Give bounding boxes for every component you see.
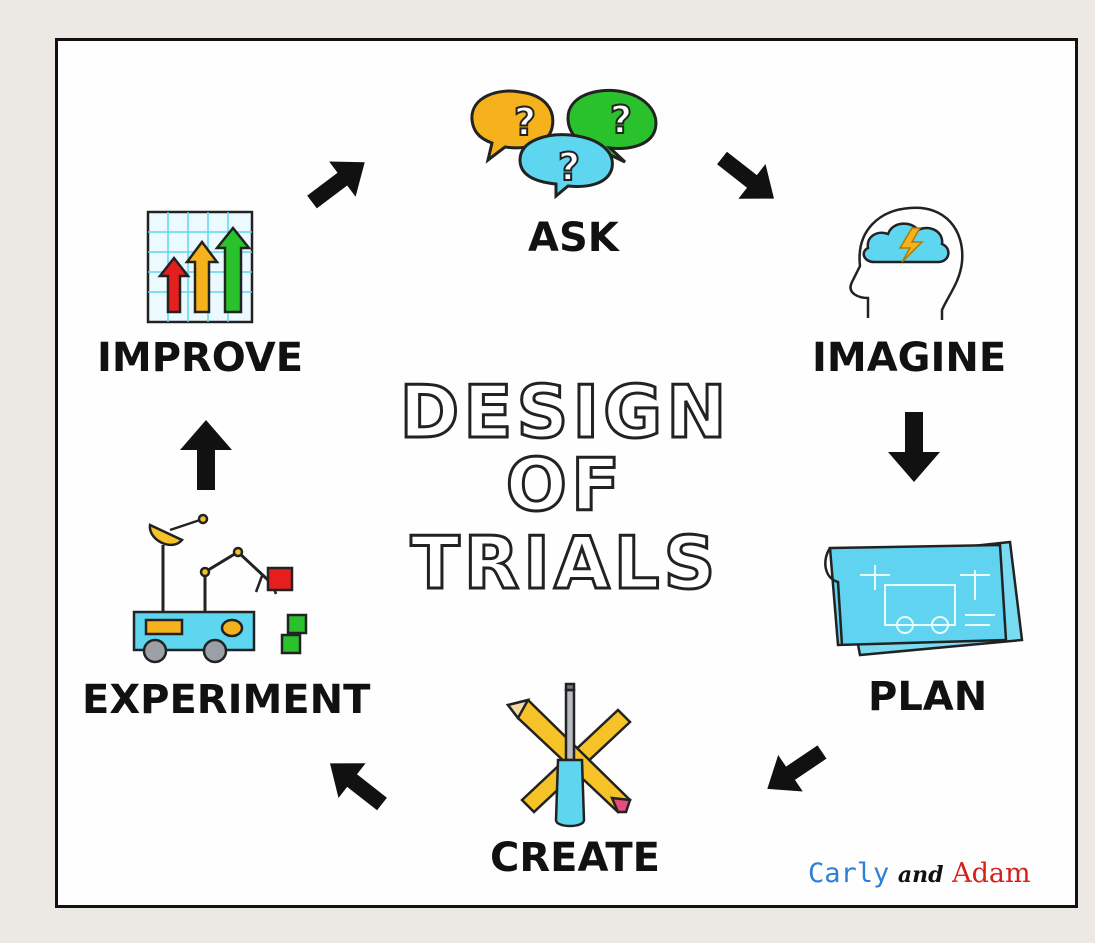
credit-line: Carly and Adam xyxy=(808,858,1031,889)
arrow-create-to-experiment xyxy=(329,763,387,811)
step-label-improve: IMPROVE xyxy=(97,335,304,381)
question-bubbles-icon: ? ? ? xyxy=(470,88,658,200)
head-lightning-cloud-icon xyxy=(849,206,964,320)
arrow-experiment-to-improve xyxy=(180,420,232,490)
rising-arrows-chart-icon xyxy=(146,210,254,324)
step-label-create: CREATE xyxy=(490,835,660,881)
arrow-improve-to-ask xyxy=(307,161,365,209)
arrow-ask-to-imagine xyxy=(717,151,775,199)
svg-text:?: ? xyxy=(558,145,580,189)
title-line-1: DESIGN xyxy=(400,370,731,454)
rover-robot-arm-icon xyxy=(132,513,308,664)
credit-second-name: Adam xyxy=(952,858,1031,889)
step-label-plan: PLAN xyxy=(868,674,988,720)
title-line-2: OF xyxy=(506,443,624,527)
title-line-3: TRIALS xyxy=(411,521,720,605)
credit-first-name: Carly xyxy=(808,858,890,889)
cycle-arrows xyxy=(180,151,940,811)
blueprint-icon xyxy=(824,540,1024,657)
svg-text:?: ? xyxy=(610,98,632,142)
arrow-plan-to-create xyxy=(767,745,827,792)
step-label-experiment: EXPERIMENT xyxy=(82,677,371,723)
credit-and: and xyxy=(897,862,944,888)
step-label-ask: ASK xyxy=(528,215,619,261)
svg-text:?: ? xyxy=(514,100,536,144)
arrow-imagine-to-plan xyxy=(888,412,940,482)
diagram-title: DESIGN OF TRIALS xyxy=(398,369,731,607)
step-label-imagine: IMAGINE xyxy=(812,335,1007,381)
pencil-ruler-screwdriver-icon xyxy=(505,682,632,828)
